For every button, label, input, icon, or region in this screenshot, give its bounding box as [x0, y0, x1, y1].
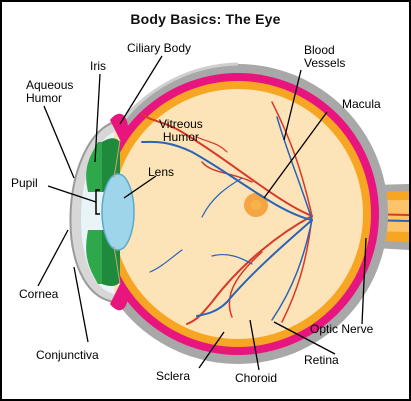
label-aqueous-line1: Aqueous: [26, 78, 74, 92]
label-blood-vessels: Blood Vessels: [304, 44, 345, 70]
leader-lines: [37, 55, 367, 371]
label-lens: Lens: [148, 165, 175, 179]
blood-vessels: [141, 101, 313, 325]
label-pupil: Pupil: [11, 176, 38, 190]
label-optic-nerve: Optic Nerve: [310, 322, 374, 336]
lens: [101, 173, 135, 251]
ciliary-body-upper: [110, 113, 128, 140]
label-cornea: Cornea: [19, 287, 59, 301]
label-choroid: Choroid: [235, 371, 278, 385]
label-vitreous-line1: Vitreous: [159, 117, 203, 131]
label-retina: Retina: [304, 353, 339, 367]
ciliary-body-lower: [110, 284, 128, 311]
label-vitreous-line2: Humor: [162, 130, 199, 144]
label-macula: Macula: [342, 97, 381, 111]
label-aqueous-humor: Aqueous Humor: [26, 79, 73, 105]
label-blood-line1: Blood: [304, 43, 335, 57]
label-vitreous-humor: Vitreous Humor: [159, 118, 203, 144]
label-conjunctiva: Conjunctiva: [36, 348, 99, 362]
iris-upper: [86, 142, 102, 192]
label-aqueous-line2: Humor: [26, 91, 63, 105]
label-iris: Iris: [90, 59, 106, 73]
vitreous-body: [113, 89, 363, 339]
label-blood-line2: Vessels: [304, 56, 346, 70]
diagram-title: Body Basics: The Eye: [130, 11, 281, 27]
label-ciliary-body: Ciliary Body: [127, 41, 192, 55]
iris-lower: [86, 230, 102, 284]
label-sclera: Sclera: [156, 369, 191, 383]
